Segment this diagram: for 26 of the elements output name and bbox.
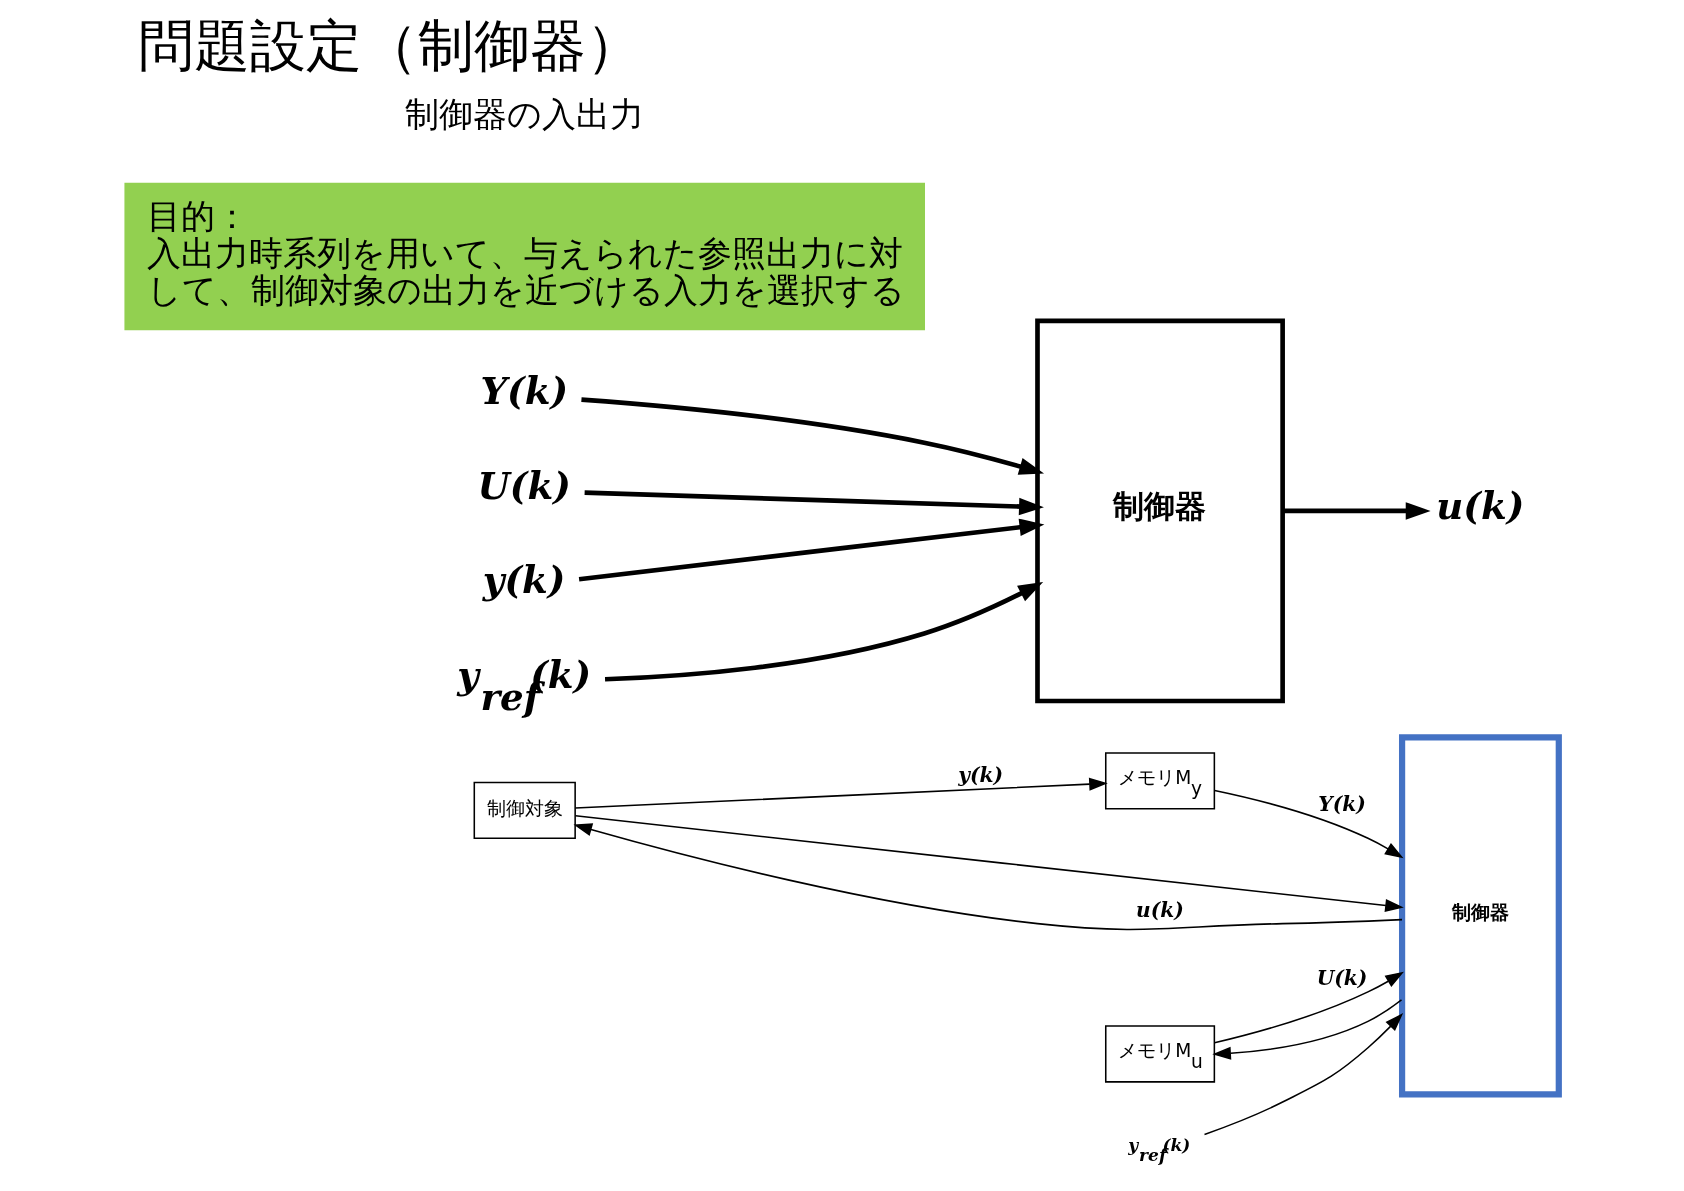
arrow [574,777,1108,809]
arrow [604,582,1044,682]
edge-label: U(k) [1316,965,1368,990]
arrow [1282,502,1431,520]
arrow [1212,999,1403,1060]
edge-label: u(k) [1136,897,1184,922]
arrow [1213,971,1404,1044]
node-box: 制御器 [1035,318,1285,704]
arrow [1213,789,1404,859]
arrow [584,490,1044,516]
arrow [578,518,1045,582]
node-box: 制御対象 [473,781,576,840]
arrow [1203,1013,1404,1136]
edge-label: Y(k) [1318,792,1366,816]
node-text: U(k) [477,463,571,508]
node-text: u(k) [1436,484,1525,529]
edge-label: y(k) [958,762,1004,787]
arrow [581,397,1045,475]
node-box: 制御器 [1399,734,1562,1098]
arrow [574,815,1404,912]
label: 制御器の入出力 [405,93,645,134]
node-text: y(k) [482,558,566,603]
node-box: 目的： 入出力時系列を用いて、与えられた参照出力に対して、制御対象の出力を近づける入力を選択する [124,182,925,331]
arrow [573,823,1403,931]
node-text: Y(k) [480,369,569,414]
diagram-title: 問題設定（制御器） [137,13,642,79]
